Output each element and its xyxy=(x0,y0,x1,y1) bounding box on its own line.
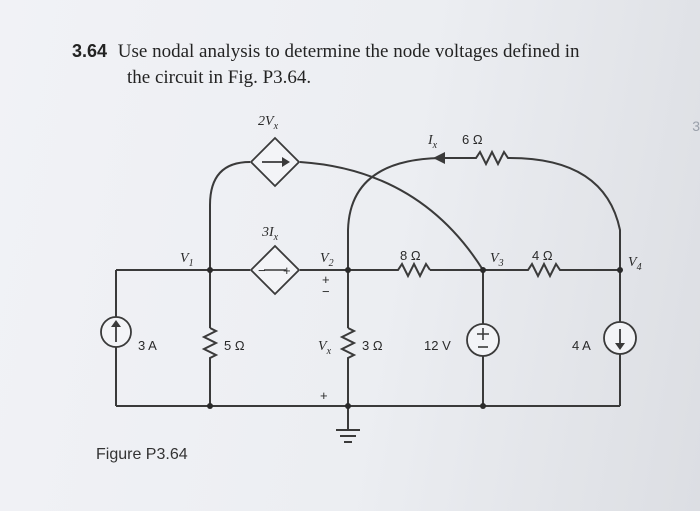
voltage-source-12v xyxy=(466,323,500,357)
problem-text-line1: Use nodal analysis to determine the node… xyxy=(117,41,580,62)
svg-text:−: − xyxy=(258,263,266,278)
label-node-v2: V2 xyxy=(320,251,334,269)
label-12v: 12 V xyxy=(424,338,451,353)
label-vx: Vx xyxy=(318,339,332,357)
current-source-3a xyxy=(100,316,132,348)
label-current-ix: Ix xyxy=(427,133,438,151)
problem-text-line2: the circuit in Fig. P3.64. xyxy=(127,67,312,88)
label-3-ohm: 3 Ω xyxy=(362,338,383,353)
label-6-ohm: 6 Ω xyxy=(462,132,483,147)
problem-statement: 3.64 Use nodal analysis to determine the… xyxy=(72,38,672,91)
label-8-ohm: 8 Ω xyxy=(400,248,421,263)
current-source-4a xyxy=(603,321,637,355)
circuit-wires xyxy=(115,152,621,443)
page-edge-glyph: 3 xyxy=(692,118,700,134)
node-dots xyxy=(207,267,623,409)
label-node-v4: V4 xyxy=(628,255,642,273)
label-node-v1: V1 xyxy=(180,251,194,269)
label-4-ohm-resistor: 4 Ω xyxy=(532,248,553,263)
label-vx-plus: + xyxy=(320,388,328,403)
resistor-4-ohm xyxy=(525,261,565,279)
label-4a: 4 A xyxy=(572,338,591,353)
label-v2-minus: − xyxy=(322,284,330,299)
resistor-6-ohm xyxy=(440,149,510,167)
svg-text:+: + xyxy=(283,263,291,278)
label-v2-plus: + xyxy=(322,272,330,287)
dependent-voltage-source-2vx xyxy=(249,136,301,188)
resistor-5-ohm xyxy=(201,327,219,362)
resistor-8-ohm xyxy=(395,261,431,279)
problem-number: 3.64 xyxy=(72,41,108,61)
label-5-ohm: 5 Ω xyxy=(224,338,245,353)
label-3ix: 3Ix xyxy=(261,225,279,243)
label-3a: 3 A xyxy=(138,338,157,353)
resistor-3-ohm xyxy=(339,327,357,362)
dependent-current-source-3ix: − + xyxy=(249,244,301,296)
label-node-v3: V3 xyxy=(490,251,504,269)
label-2vx: 2Vx xyxy=(258,114,279,132)
figure-caption: Figure P3.64 xyxy=(96,446,188,463)
